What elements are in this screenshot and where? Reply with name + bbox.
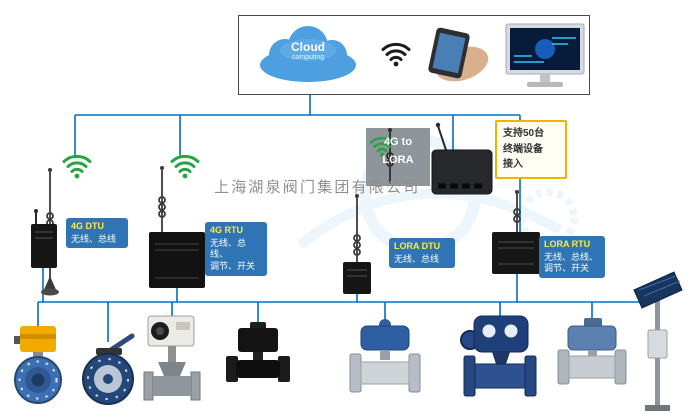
label-4g-rtu-line1: 无线、总线、	[210, 237, 247, 260]
capacity-note-line3: 接入	[503, 159, 523, 170]
dtu-lora-device	[343, 262, 371, 294]
rtu-lora-device	[492, 232, 540, 274]
cloud-platform-frame	[238, 15, 590, 95]
connector-lines	[37, 94, 660, 342]
label-4g-dtu: 4G DTU 无线、总线	[66, 218, 128, 249]
label-lora-rtu-title: LORA RTU	[544, 239, 591, 249]
label-lora-dtu-line1: 无线、总线	[394, 253, 440, 264]
dtu-4g-device	[31, 209, 57, 268]
antenna-icon	[158, 166, 166, 236]
label-lora-rtu-line2: 调节、开关	[544, 263, 590, 274]
flanged-ball-valve-blue-actuator	[349, 319, 421, 393]
phone-in-hand-icon	[428, 27, 489, 82]
motorized-butterfly-valve	[14, 326, 62, 404]
label-lora-rtu-line1: 无线、总线、	[544, 251, 599, 262]
cloud-icon	[260, 26, 356, 82]
label-4g-dtu-title: 4G DTU	[71, 221, 105, 231]
wifi-icon	[170, 154, 200, 180]
stainless-ball-valve-actuator	[557, 318, 627, 385]
rtu-4g-device	[149, 232, 205, 288]
label-4g-rtu-line2: 调节、开关	[210, 261, 256, 272]
company-watermark: 上海湖泉阀门集团有限公司	[214, 179, 421, 196]
electric-gate-valve	[143, 315, 201, 401]
solar-power-pole	[633, 271, 683, 411]
black-ball-valve	[226, 322, 290, 382]
label-4g-rtu: 4G RTU 无线、总线、 调节、开关	[205, 222, 267, 276]
manual-butterfly-valve	[82, 333, 135, 405]
capacity-note-line2: 终端设备	[503, 143, 543, 155]
monitor-icon	[505, 23, 585, 87]
label-lora-dtu-title: LORA DTU	[394, 241, 441, 251]
label-4g-dtu-line1: 无线、总线	[71, 233, 117, 244]
gateway-device	[431, 122, 493, 195]
wifi-icon	[62, 154, 92, 180]
antenna-icon	[513, 190, 521, 236]
capacity-note: 支持50台 终端设备 接入	[495, 120, 567, 179]
capacity-note-line1: 支持50台	[503, 128, 545, 139]
label-lora-dtu: LORA DTU 无线、总线	[389, 238, 455, 269]
label-4g-rtu-title: 4G RTU	[210, 225, 244, 235]
label-lora-rtu: LORA RTU 无线、总线、 调节、开关	[539, 236, 605, 279]
electric-control-valve-with-gauges	[460, 315, 537, 397]
